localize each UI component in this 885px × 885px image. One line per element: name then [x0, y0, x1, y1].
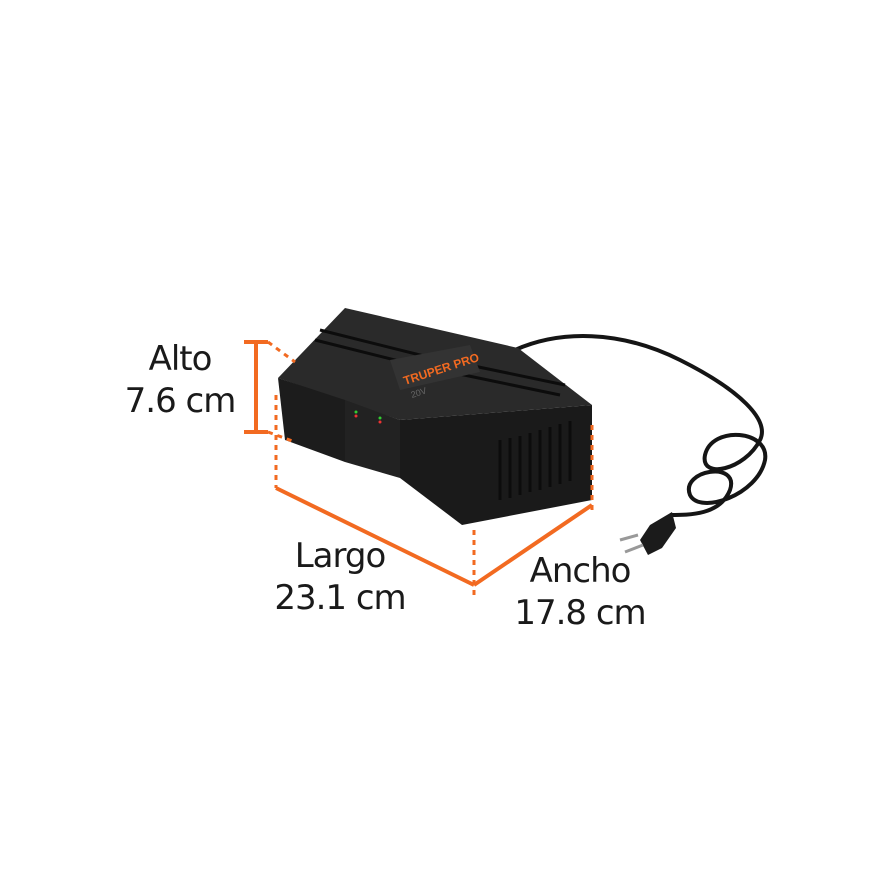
plug-icon — [619, 512, 676, 555]
charger-body: TRUPER PRO 20V — [278, 308, 592, 525]
width-value: 17.8 cm — [514, 593, 646, 633]
width-label: Ancho 17.8 cm — [510, 550, 650, 634]
height-value: 7.6 cm — [124, 381, 237, 421]
length-label: Largo 23.1 cm — [270, 535, 410, 619]
height-label: Alto 7.6 cm — [120, 338, 240, 422]
length-name: Largo — [294, 536, 387, 576]
power-cord — [514, 334, 768, 517]
height-name: Alto — [148, 339, 213, 379]
width-name: Ancho — [529, 551, 632, 591]
voltage-mark: 20V — [410, 385, 428, 399]
dimension-lines — [244, 340, 594, 587]
length-value: 23.1 cm — [274, 578, 406, 618]
